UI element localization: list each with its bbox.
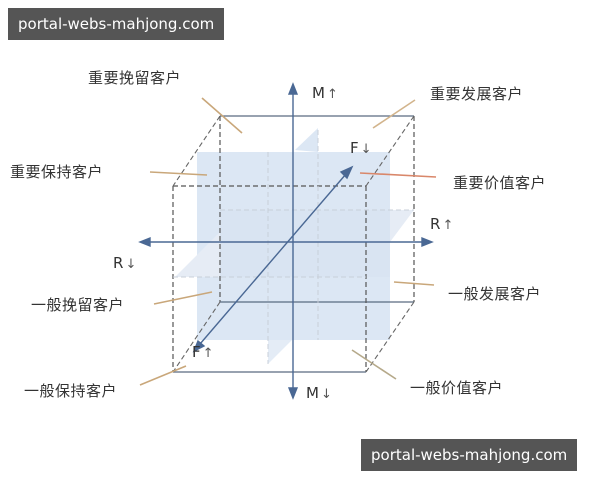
axis-label-m-down: M↓: [306, 384, 332, 402]
label-important-develop: 重要发展客户: [430, 85, 524, 103]
arrow-down-icon: ↓: [125, 257, 137, 272]
axis-label-m-up: M↑: [312, 84, 338, 102]
label-important-value: 重要价值客户: [453, 174, 547, 192]
arrow-up-icon: ↑: [442, 218, 454, 233]
axis-letter: R: [113, 254, 124, 272]
watermark-top: portal-webs-mahjong.com: [8, 8, 225, 40]
arrow-down-icon: ↓: [360, 142, 372, 157]
label-important-retain: 重要挽留客户: [88, 69, 182, 87]
segment-planes: [175, 128, 414, 364]
arrow-down-icon: ↓: [320, 387, 332, 402]
mid-lines: [173, 130, 414, 364]
label-general-retain: 一般挽留客户: [31, 296, 125, 314]
leader-lines: [139, 97, 437, 386]
axis-letter: F: [350, 139, 359, 157]
label-important-keep: 重要保持客户: [10, 163, 104, 181]
cube-diagonals: [172, 115, 415, 373]
label-general-keep: 一般保持客户: [24, 382, 118, 400]
axis-letter: M: [306, 384, 319, 402]
label-general-value: 一般价值客户: [410, 379, 504, 397]
label-general-develop: 一般发展客户: [448, 285, 542, 303]
axis-letter: F: [192, 343, 201, 361]
axes: [138, 82, 434, 400]
arrow-up-icon: ↑: [202, 346, 214, 361]
axis-label-f-up: F↑: [192, 343, 214, 361]
back-cube: [219, 115, 415, 303]
arrow-up-icon: ↑: [326, 87, 338, 102]
front-cube: [172, 185, 367, 373]
axis-letter: M: [312, 84, 325, 102]
watermark-bottom: portal-webs-mahjong.com: [361, 439, 578, 471]
axis-label-r-down: R↓: [113, 254, 136, 272]
axis-label-f-down: F↓: [350, 139, 372, 157]
axis-letter: R: [430, 215, 441, 233]
axis-label-r-up: R↑: [430, 215, 453, 233]
